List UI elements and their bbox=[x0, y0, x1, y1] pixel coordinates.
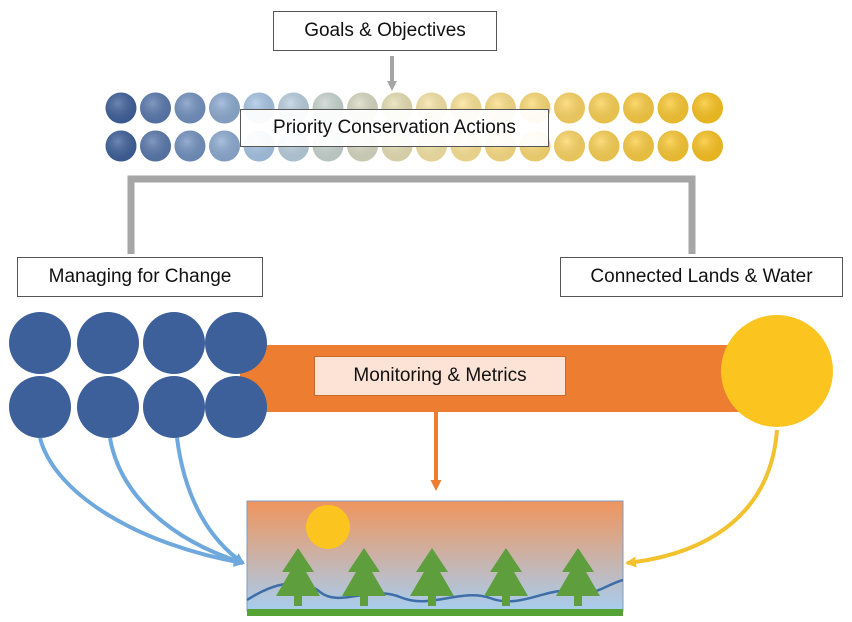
priority-dot-shade bbox=[554, 92, 585, 124]
managing-circle bbox=[77, 376, 139, 438]
priority-dot-shade bbox=[105, 92, 137, 124]
priority-dot-shade bbox=[209, 130, 240, 162]
tree-icon bbox=[556, 548, 600, 606]
landscape-panel bbox=[246, 500, 624, 616]
tree-icon bbox=[342, 548, 386, 606]
blue-arrow-2 bbox=[108, 437, 245, 566]
bracket-connector bbox=[127, 175, 696, 254]
tree-icon bbox=[276, 548, 320, 606]
priority-dot-shade bbox=[588, 92, 620, 124]
priority-dot-shade bbox=[692, 92, 723, 124]
priority-dot-shade bbox=[174, 130, 206, 162]
managing-circle bbox=[143, 312, 205, 374]
priority-dot-shade bbox=[657, 92, 689, 124]
priority-dot-shade bbox=[209, 92, 240, 124]
blue-arrow-1 bbox=[38, 437, 245, 567]
priority-actions-label: Priority Conservation Actions bbox=[240, 109, 549, 147]
trees bbox=[276, 548, 600, 606]
sun-icon bbox=[306, 505, 350, 549]
tree-icon bbox=[484, 548, 528, 606]
priority-dot-shade bbox=[174, 92, 206, 124]
priority-dot-shade bbox=[140, 130, 171, 162]
priority-dot-shade bbox=[623, 92, 654, 124]
managing-circle bbox=[205, 312, 267, 374]
managing-for-change-label: Managing for Change bbox=[17, 257, 263, 297]
tree-icon bbox=[410, 548, 454, 606]
priority-dot-shade bbox=[692, 130, 723, 162]
monitoring-metrics-label: Monitoring & Metrics bbox=[314, 356, 566, 396]
ground bbox=[247, 609, 623, 616]
goals-objectives-label: Goals & Objectives bbox=[273, 11, 497, 51]
managing-circle bbox=[9, 312, 71, 374]
priority-dot-shade bbox=[554, 130, 585, 162]
managing-circle bbox=[9, 376, 71, 438]
connected-lands-label: Connected Lands & Water bbox=[560, 257, 843, 297]
blue-arrow-3 bbox=[175, 437, 245, 565]
connected-circle bbox=[721, 315, 833, 427]
yellow-arrow bbox=[625, 429, 779, 568]
priority-dot-shade bbox=[105, 130, 137, 162]
managing-circle bbox=[77, 312, 139, 374]
priority-dot-shade bbox=[657, 130, 689, 162]
priority-dot-shade bbox=[623, 130, 654, 162]
priority-dot-shade bbox=[588, 130, 620, 162]
managing-circles bbox=[9, 312, 267, 438]
managing-circle bbox=[205, 376, 267, 438]
managing-circle bbox=[143, 376, 205, 438]
priority-dot-shade bbox=[140, 92, 171, 124]
